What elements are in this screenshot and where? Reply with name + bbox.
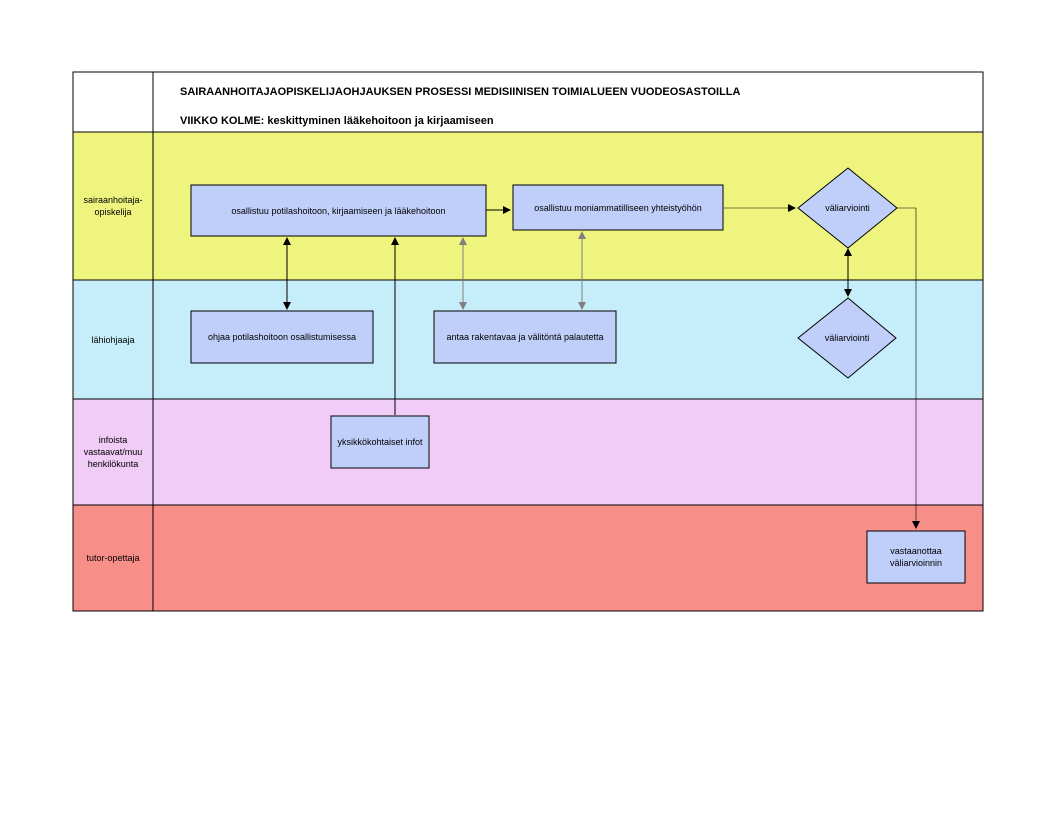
node-antaa-palautetta [433,310,617,364]
node-ohjaa-potilashoitoon [190,310,374,364]
lane-label-infoista-vastaavat: infoista vastaavat/muu henkilökunta [83,435,143,469]
node-osallistuu-potilashoitoon [190,184,487,237]
node-label-osallistuu-potilashoitoon: osallistuu potilashoitoon, kirjaamiseen … [231,205,446,216]
node-label-antaa-palautetta: antaa rakentavaa ja välitöntä palautetta [446,332,604,342]
connector-valiarviointi-tutor [897,207,920,529]
page-title: SAIRAANHOITAJAOPISKELIJAOHJAUKSEN PROSES… [180,86,741,98]
node-label-ohjaa-potilashoitoon: ohjaa potilashoitoon osallistumisessa [207,332,357,342]
node-label-vastaanottaa: vastaanottaa väliarvioinnin [889,546,943,568]
lane-label-lahiohjaaja: lähiohjaaja [91,334,135,345]
lane-infoista-vastaavat [72,398,984,506]
node-label-valiarviointi-lahiohjaaja: väliarviointi [824,333,870,343]
lane-label-tutor-opettaja: tutor-opettaja [86,553,140,563]
header-row [72,71,984,133]
page-subtitle: VIIKKO KOLME: keskittyminen lääkehoitoon… [180,115,494,127]
node-osallistuu-moniammatilliseen [512,184,724,231]
node-label-osallistuu-moniammatilliseen: osallistuu moniammatilliseen yhteistyöhö… [534,202,702,213]
node-yksikkokohtaiset-infot [330,415,430,469]
node-vastaanottaa [866,530,966,584]
node-valiarviointi-opiskelija [797,167,898,249]
node-valiarviointi-lahiohjaaja [797,297,897,379]
node-label-yksikkokohtaiset-infot: yksikkökohtaiset infot [337,437,423,447]
node-label-valiarviointi-opiskelija: väliarviointi [825,203,870,213]
lane-label-sairaanhoitaja-opiskelija: sairaanhoitaja- opiskelija [83,195,143,217]
lane-tutor-opettaja [72,504,984,612]
